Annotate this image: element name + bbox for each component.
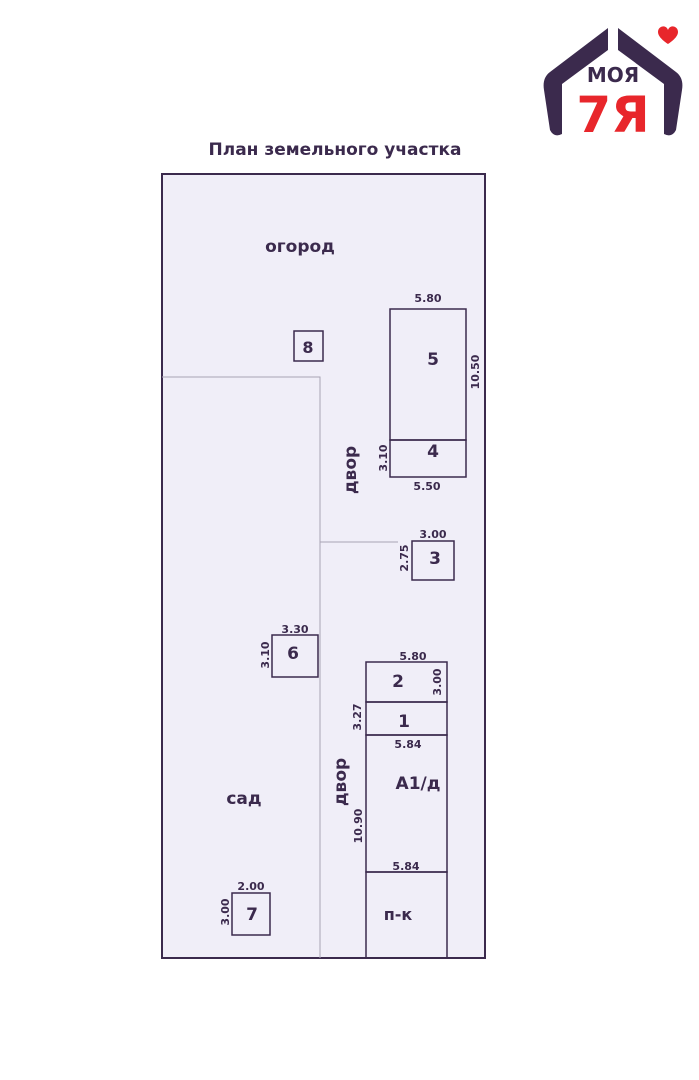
- building-4-label: 4: [427, 442, 439, 462]
- logo-roof-right: [618, 28, 683, 136]
- zone-label-garden: сад: [226, 789, 261, 809]
- building-3-label: 3: [429, 549, 441, 569]
- building-2-label: 2: [392, 672, 404, 692]
- dim-pk-width: 5.84: [392, 860, 419, 873]
- dim-a1d-width: 5.84: [394, 738, 421, 751]
- dim-b4-width: 5.50: [413, 480, 440, 493]
- dim-b5-width: 5.80: [414, 292, 441, 305]
- zone-label-garden-veg: огород: [265, 237, 335, 257]
- building-8-label: 8: [302, 338, 313, 357]
- dim-b3-depth: 2.75: [398, 544, 411, 571]
- land-plot-outline: [161, 173, 486, 959]
- plan-title: План земельного участка: [208, 140, 462, 160]
- building-8: [293, 330, 324, 362]
- dim-b6-width: 3.30: [281, 623, 308, 636]
- dim-b2-depth: 3.00: [431, 668, 444, 695]
- building-pk-label: п-к: [384, 905, 413, 924]
- zone-label-yard-bottom: двор: [331, 758, 351, 806]
- dim-b5-length: 10.50: [469, 354, 482, 389]
- building-a1d-label: А1/д: [396, 774, 441, 794]
- logo-text-top: МОЯ: [587, 63, 639, 87]
- building-7-label: 7: [246, 905, 258, 925]
- dim-b2-width: 5.80: [399, 650, 426, 663]
- dim-b4-depth: 3.10: [377, 444, 390, 471]
- building-5-label: 5: [427, 350, 439, 370]
- building-1-label: 1: [398, 712, 410, 732]
- building-4: [389, 439, 467, 478]
- dim-b7-width: 2.00: [237, 880, 264, 893]
- dim-b7-depth: 3.00: [219, 898, 232, 925]
- dim-b3-width: 3.00: [419, 528, 446, 541]
- dim-b6-depth: 3.10: [259, 641, 272, 668]
- building-6: [271, 634, 319, 678]
- logo-roof-left: [543, 28, 608, 136]
- building-6-label: 6: [287, 644, 299, 664]
- logo-text-main: 7Я: [576, 86, 649, 144]
- garden-divider-line: [162, 376, 321, 958]
- building-7: [231, 892, 271, 936]
- dim-a1d-length: 10.90: [352, 808, 365, 843]
- building-3: [411, 540, 455, 581]
- logo-heart-icon: [658, 26, 678, 44]
- building-pk: [365, 871, 448, 959]
- moya-semya-logo: МОЯ 7Я: [543, 26, 683, 144]
- zone-label-yard-top: двор: [341, 446, 361, 494]
- dim-b1-depth: 3.27: [351, 703, 364, 730]
